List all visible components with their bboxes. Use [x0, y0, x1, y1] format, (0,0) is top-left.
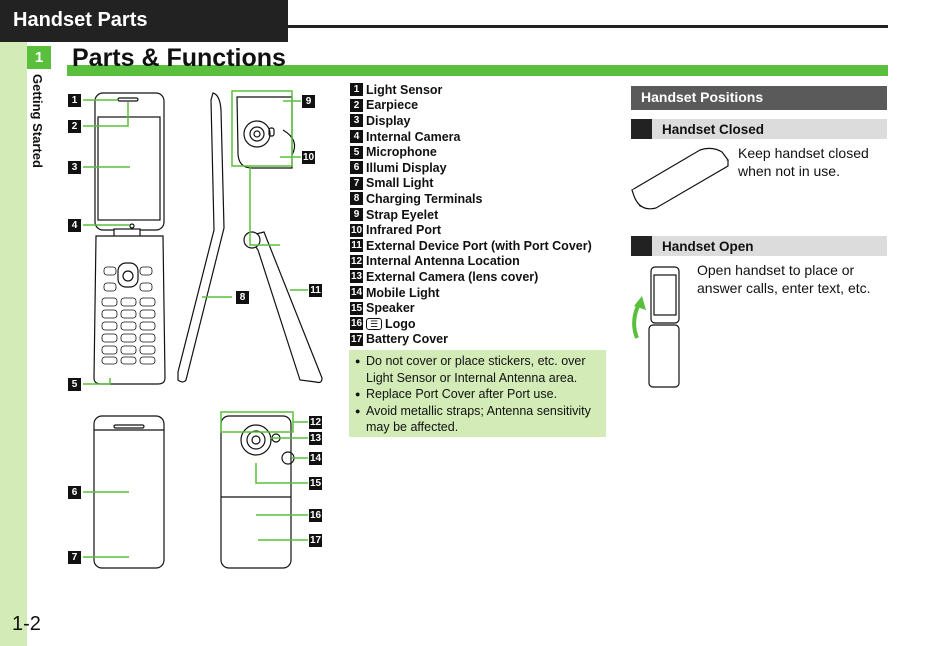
part-label: Internal Camera [366, 129, 461, 144]
part-number: 2 [350, 98, 363, 112]
callout-10: 10 [302, 151, 315, 164]
part-number: 10 [350, 223, 363, 237]
header-square [631, 119, 652, 139]
part-label: Internal Antenna Location [366, 254, 520, 269]
chapter-number-badge: 1 [27, 46, 51, 69]
handset-open-header: Handset Open [631, 236, 887, 256]
part-number: 7 [350, 176, 363, 190]
part-label: Charging Terminals [366, 191, 483, 206]
part-label: Display [366, 113, 411, 128]
part-label: Battery Cover [366, 332, 448, 347]
part-number: 11 [350, 239, 363, 253]
part-number: 16 [350, 317, 363, 331]
part-number: 14 [350, 286, 363, 300]
section-title: Parts & Functions [72, 44, 286, 72]
page-number: 1-2 [12, 613, 41, 635]
part-number: 13 [350, 270, 363, 284]
part-label: Speaker [366, 301, 415, 316]
note-item: Do not cover or place stickers, etc. ove… [355, 353, 600, 386]
part-number: 17 [350, 332, 363, 346]
part-label: Small Light [366, 176, 434, 191]
callout-6: 6 [68, 486, 81, 499]
section-title-bar [67, 65, 888, 76]
part-number: 15 [350, 301, 363, 315]
handset-open-desc: Open handset to place or answer calls, e… [697, 262, 871, 296]
note-item: Replace Port Cover after Port use. [355, 386, 600, 403]
part-label: Illumi Display [366, 160, 447, 175]
note-item: Avoid metallic straps; Antenna sensitivi… [355, 403, 600, 436]
header-square [631, 236, 652, 256]
callout-14: 14 [309, 452, 322, 465]
part-label: Strap Eyelet [366, 207, 439, 222]
part-label: Earpiece [366, 98, 419, 113]
notes-box: Do not cover or place stickers, etc. ove… [349, 350, 606, 437]
part-number: 5 [350, 145, 363, 159]
handset-open-label: Handset Open [662, 239, 754, 254]
callout-9: 9 [302, 95, 315, 108]
chapter-label: Getting Started [30, 74, 45, 168]
callout-13: 13 [309, 432, 322, 445]
part-label: Mobile Light [366, 285, 440, 300]
handset-closed-desc: Keep handset closed when not in use. [738, 145, 869, 179]
part-label: External Camera (lens cover) [366, 269, 539, 284]
callout-2: 2 [68, 120, 81, 133]
part-number: 4 [350, 130, 363, 144]
list-item: 16☰Logo [350, 316, 592, 332]
part-number: 1 [350, 83, 363, 97]
part-label: Light Sensor [366, 82, 443, 97]
callout-8: 8 [236, 291, 249, 304]
part-label: Microphone [366, 145, 437, 160]
part-number: 9 [350, 208, 363, 222]
callout-4: 4 [68, 219, 81, 232]
callout-17: 17 [309, 534, 322, 547]
part-number: 8 [350, 192, 363, 206]
brand-logo-icon: ☰ [366, 317, 382, 330]
chapter-sidebar [0, 42, 27, 646]
callout-5: 5 [68, 378, 81, 391]
callout-11: 11 [309, 284, 322, 297]
page-header-bar: Handset Parts [0, 0, 288, 42]
header-rule [288, 25, 888, 28]
handset-closed-header: Handset Closed [631, 119, 887, 139]
callout-15: 15 [309, 477, 322, 490]
positions-header: Handset Positions [631, 86, 887, 110]
part-label: Infrared Port [366, 223, 442, 238]
callout-1: 1 [68, 94, 81, 107]
callout-7: 7 [68, 551, 81, 564]
part-label: Logo [385, 316, 416, 331]
part-number: 6 [350, 161, 363, 175]
handset-closed-label: Handset Closed [662, 122, 765, 137]
callout-3: 3 [68, 161, 81, 174]
part-label: External Device Port (with Port Cover) [366, 238, 592, 253]
callout-12: 12 [309, 416, 322, 429]
part-number: 12 [350, 254, 363, 268]
page-header-title: Handset Parts [13, 9, 148, 31]
callout-16: 16 [309, 509, 322, 522]
part-number: 3 [350, 114, 363, 128]
